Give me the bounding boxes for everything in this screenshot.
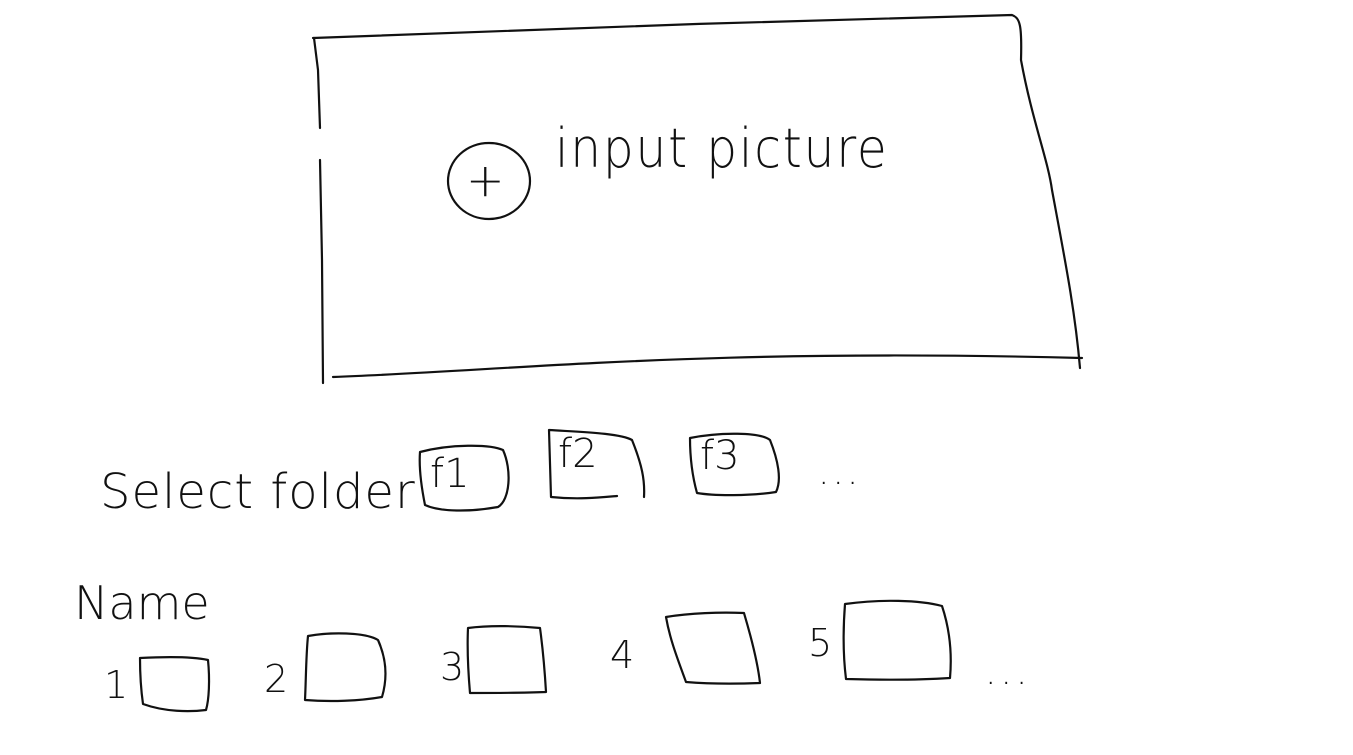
name-slot-5-number: 5: [808, 621, 833, 665]
folder-chip-f2-outline: [547, 428, 646, 500]
folder-chip-label: f2: [558, 431, 598, 477]
dropzone-label: input picture: [555, 117, 889, 180]
folder-chip-f3-outline: [688, 432, 780, 497]
dropzone-frame-bottom: [331, 354, 1084, 379]
plus-circle-icon: +: [466, 153, 505, 207]
name-slot-2-outline: [303, 632, 387, 703]
picture-dropzone[interactable]: [314, 20, 1074, 378]
folder-chip-f1-outline: [418, 444, 510, 512]
folder-chip-label: f1: [430, 451, 470, 497]
name-slot-1-outline: [138, 656, 211, 713]
name-slot-2[interactable]: [303, 630, 391, 704]
name-slot-5[interactable]: [842, 597, 954, 683]
name-slot-4-outline: [664, 611, 762, 685]
dropzone-frame: [311, 13, 1082, 370]
name-slot-2-number: 2: [264, 657, 289, 701]
more-names-indicator: ...: [985, 652, 1032, 693]
add-picture-button[interactable]: +: [447, 142, 531, 222]
folder-chip-f2[interactable]: f2: [546, 428, 646, 500]
name-slot-4[interactable]: [664, 610, 762, 686]
name-slot-4-number: 4: [610, 633, 635, 677]
name-slot-3-outline: [466, 625, 548, 695]
name-slot-1-number: 1: [104, 663, 129, 707]
name-slot-3-number: 3: [440, 645, 465, 689]
select-folder-label: Select folder: [100, 464, 416, 520]
folder-chip-label: f3: [700, 433, 740, 479]
more-folders-indicator: ...: [818, 452, 862, 493]
name-slot-5-outline: [842, 599, 952, 681]
folder-chip-f3[interactable]: f3: [688, 430, 782, 498]
dropzone-frame-left: [312, 36, 325, 385]
name-slot-3[interactable]: [465, 624, 549, 696]
plus-circle-outline: [446, 141, 532, 221]
name-slot-1[interactable]: [138, 654, 212, 714]
name-label: Name: [74, 576, 210, 630]
folder-chip-f1[interactable]: f1: [418, 442, 514, 512]
